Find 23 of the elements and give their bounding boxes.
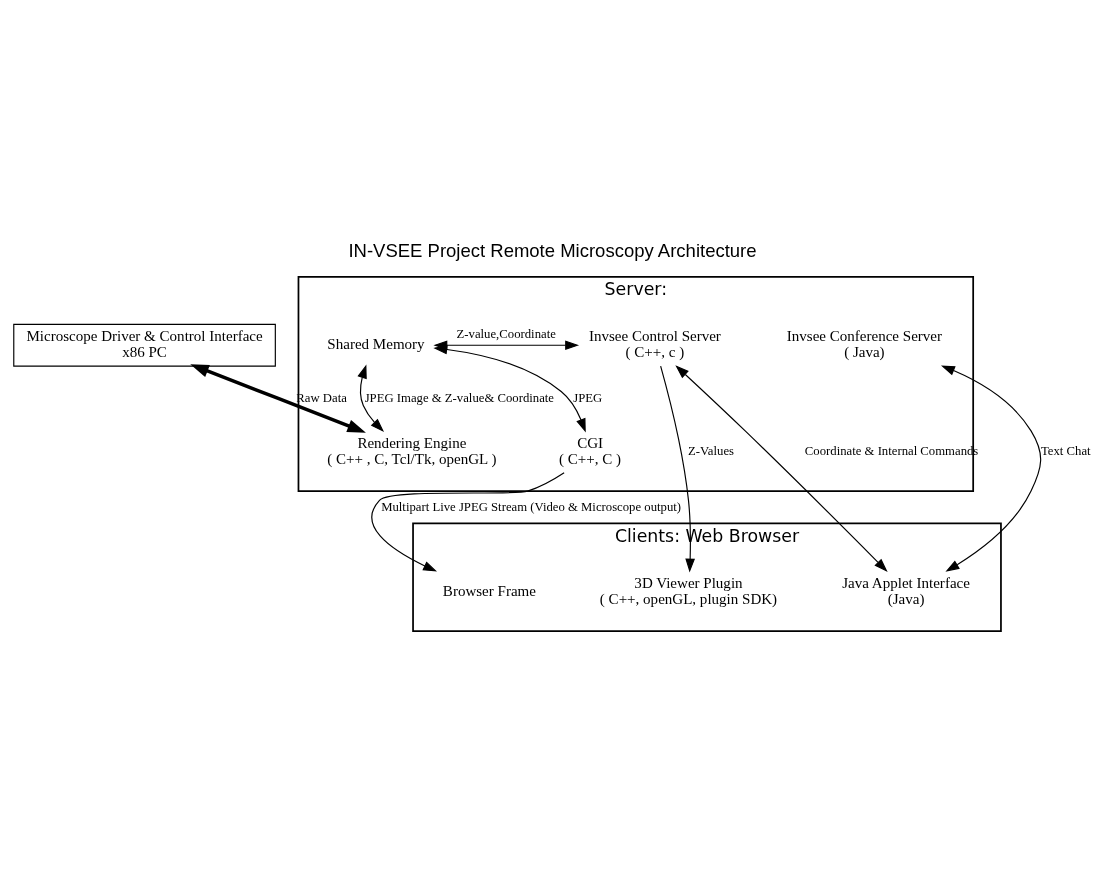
node-text: Java Applet Interface (Java) <box>842 574 970 607</box>
edge-label: Text Chat <box>1040 443 1091 458</box>
diagram-title: IN-VSEE Project Remote Microscopy Architecture <box>348 240 757 262</box>
arrow <box>357 364 385 432</box>
node-text: Browser Frame <box>442 582 536 599</box>
node-text: 3D Viewer Plugin ( C++, openGL, plugin SDK) <box>599 574 778 607</box>
edge-label: JPEG <box>573 390 603 405</box>
node-box: Microscope Driver & Control Interface x86 PC <box>13 323 276 367</box>
node-text: Rendering Engine ( C++ , C, Tcl/Tk, openGL ) <box>327 434 497 467</box>
node-text: Invsee Control Server ( C++, c ) <box>588 328 721 361</box>
arrow <box>190 364 366 433</box>
arrow <box>660 365 695 573</box>
arrow <box>371 472 565 572</box>
edge-label: Z-value,Coordinate <box>456 327 556 342</box>
edge-label: JPEG Image & Z-value& Coordinate <box>364 390 554 405</box>
node-text: Invsee Conference Server ( Java) <box>786 328 943 361</box>
node-text: CGI ( C++, C ) <box>559 434 622 467</box>
arrow <box>940 365 1042 572</box>
edge-label: Multipart Live JPEG Stream (Video & Microscope output) <box>381 499 682 514</box>
node-text: Shared Memory <box>327 336 425 353</box>
edge-label: Z-Values <box>688 443 735 458</box>
arrow <box>433 344 586 433</box>
arrow <box>675 365 888 572</box>
